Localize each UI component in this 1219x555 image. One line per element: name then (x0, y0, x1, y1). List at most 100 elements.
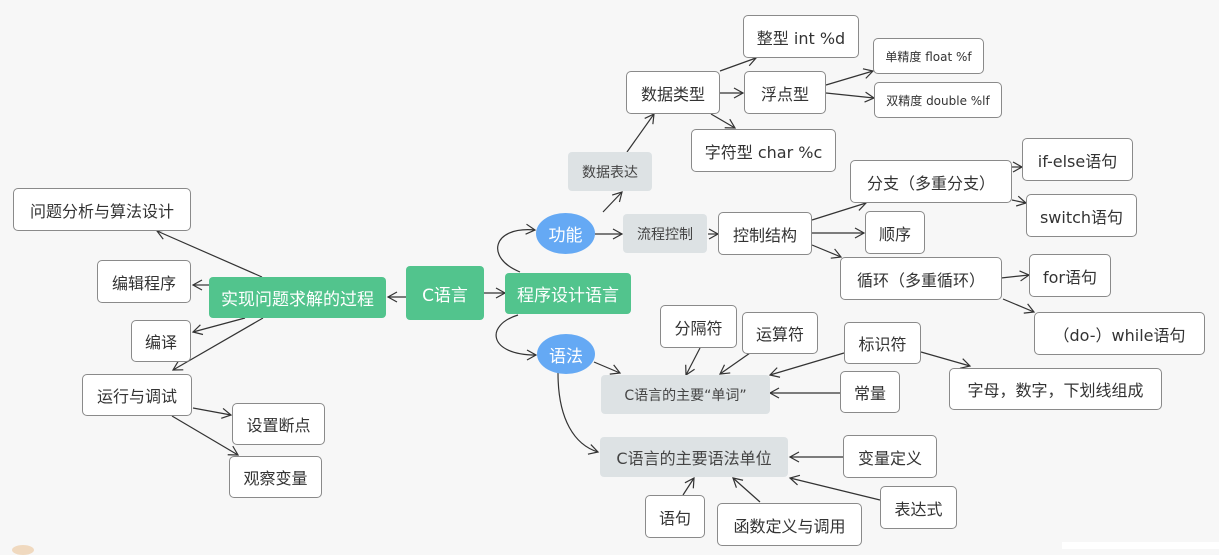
separator-label: 分隔符 (674, 318, 723, 338)
while-node[interactable]: （do-）while语句 (1034, 312, 1205, 355)
data-types-node[interactable]: 数据类型 (626, 71, 720, 114)
edge-loop-while (1002, 298, 1036, 314)
edge-run-watch (171, 415, 240, 456)
int-type-label: 整型 int %d (756, 28, 846, 48)
words-node[interactable]: C语言的主要“单词” (601, 375, 770, 414)
data-expression-label: 数据表达 (582, 164, 638, 181)
edge-datatypes-char (710, 113, 737, 129)
variable-def-node[interactable]: 变量定义 (843, 435, 937, 478)
language-node-label: 程序设计语言 (517, 286, 619, 306)
process-node[interactable]: 实现问题求解的过程 (209, 277, 386, 318)
if-else-label: if-else语句 (1037, 151, 1118, 171)
float-type-label: 浮点型 (760, 84, 809, 104)
root-node[interactable]: C语言 (406, 266, 484, 320)
function-node-label: 功能 (548, 226, 583, 246)
double-precision-label: 双精度 double %lf (886, 93, 990, 108)
function-node[interactable]: 功能 (536, 213, 595, 254)
sequence-node[interactable]: 顺序 (865, 211, 925, 254)
single-precision-node[interactable]: 单精度 float %f (873, 38, 984, 74)
step-compile-node[interactable]: 编译 (131, 320, 191, 362)
identifier-note-node[interactable]: 字母，数字，下划线组成 (949, 368, 1162, 410)
statement-label: 语句 (658, 508, 691, 528)
single-precision-label: 单精度 float %f (885, 49, 972, 64)
debug-breakpoint-node[interactable]: 设置断点 (232, 403, 325, 445)
units-node[interactable]: C语言的主要语法单位 (600, 437, 788, 477)
separator-node[interactable]: 分隔符 (660, 305, 737, 348)
branch-label: 分支（多重分支） (866, 173, 995, 193)
sequence-label: 顺序 (878, 224, 911, 244)
edge-syntax-units (557, 372, 600, 455)
syntax-node-label: 语法 (549, 346, 583, 367)
expression-label: 表达式 (894, 499, 943, 519)
loop-node[interactable]: 循环（多重循环） (840, 257, 1002, 300)
edge-identifier-note (920, 351, 972, 369)
edge-language-function (497, 223, 537, 273)
edge-funcdef-units (732, 477, 761, 503)
while-label: （do-）while语句 (1053, 325, 1186, 345)
loop-label: 循环（多重循环） (856, 270, 985, 290)
identifier-label: 标识符 (858, 335, 907, 354)
debug-watch-node[interactable]: 观察变量 (229, 456, 322, 498)
operator-node[interactable]: 运算符 (742, 312, 818, 354)
operator-label: 运算符 (755, 325, 804, 344)
double-precision-node[interactable]: 双精度 double %lf (874, 82, 1002, 118)
step-compile-label: 编译 (144, 333, 177, 352)
syntax-node[interactable]: 语法 (537, 334, 595, 374)
corner-decoration (12, 545, 34, 555)
flow-control-label: 流程控制 (637, 226, 693, 243)
for-node[interactable]: for语句 (1029, 254, 1111, 297)
step-run-label: 运行与调试 (96, 387, 177, 406)
edge-syntax-words (593, 361, 622, 375)
data-types-label: 数据类型 (640, 84, 705, 104)
expression-node[interactable]: 表达式 (880, 486, 957, 529)
edge-control-loop (811, 244, 843, 259)
branch-node[interactable]: 分支（多重分支） (850, 160, 1012, 203)
edge-loop-for (1000, 270, 1031, 282)
char-type-node[interactable]: 字符型 char %c (691, 129, 836, 172)
words-label: C语言的主要“单词” (624, 387, 747, 404)
control-structure-node[interactable]: 控制结构 (718, 212, 812, 255)
statement-node[interactable]: 语句 (645, 495, 705, 538)
edge-statement-units (682, 476, 695, 496)
debug-breakpoint-label: 设置断点 (246, 416, 311, 435)
edge-float-double (825, 91, 876, 103)
data-expression-node[interactable]: 数据表达 (568, 152, 652, 191)
edge-datatypes-int (719, 55, 758, 72)
bottom-panel-edge (1062, 542, 1219, 549)
edge-control-branch (811, 200, 868, 221)
switch-node[interactable]: switch语句 (1026, 194, 1137, 237)
edge-identifier-words (768, 352, 845, 378)
int-type-node[interactable]: 整型 int %d (743, 15, 859, 58)
function-def-label: 函数定义与调用 (733, 516, 846, 536)
switch-label: switch语句 (1039, 207, 1124, 227)
edge-float-single (825, 68, 875, 86)
edge-expression-units (788, 474, 881, 501)
units-label: C语言的主要语法单位 (616, 449, 772, 468)
identifier-node[interactable]: 标识符 (844, 322, 921, 364)
edge-function-dataexpr (602, 191, 623, 213)
control-structure-label: 控制结构 (732, 225, 797, 245)
flow-control-node[interactable]: 流程控制 (623, 214, 707, 253)
if-else-node[interactable]: if-else语句 (1022, 138, 1133, 181)
debug-watch-label: 观察变量 (243, 469, 308, 488)
edge-operator-words (718, 352, 751, 375)
step-edit-label: 编辑程序 (111, 273, 176, 293)
constant-node[interactable]: 常量 (840, 371, 900, 413)
float-type-node[interactable]: 浮点型 (744, 71, 826, 114)
root-node-label: C语言 (422, 285, 468, 306)
edge-process-compile (191, 317, 246, 336)
identifier-note-label: 字母，数字，下划线组成 (967, 381, 1144, 400)
edge-process-analysis (155, 229, 263, 278)
step-analysis-node[interactable]: 问题分析与算法设计 (13, 188, 191, 231)
constant-label: 常量 (853, 384, 886, 403)
edge-language-syntax (495, 314, 538, 361)
function-def-node[interactable]: 函数定义与调用 (717, 503, 862, 546)
step-edit-node[interactable]: 编辑程序 (97, 260, 191, 303)
edge-dataexpr-datatypes (626, 112, 655, 153)
step-run-node[interactable]: 运行与调试 (82, 374, 192, 416)
language-node[interactable]: 程序设计语言 (505, 273, 631, 314)
variable-def-label: 变量定义 (857, 448, 922, 468)
edge-run-breakpoint (192, 407, 233, 419)
for-label: for语句 (1042, 267, 1097, 287)
